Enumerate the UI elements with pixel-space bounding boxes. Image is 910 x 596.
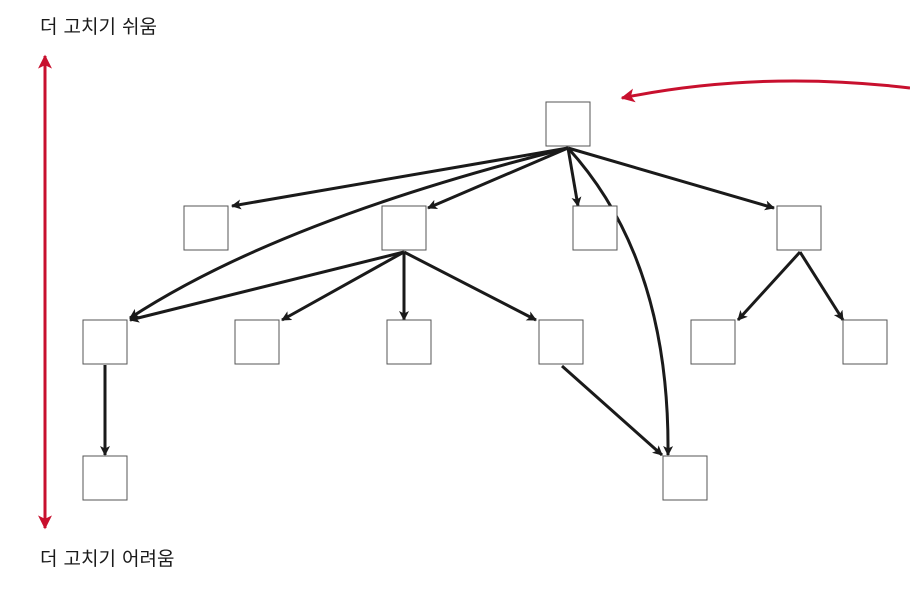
node-level2-j — [842, 319, 888, 365]
edge-root-l — [566, 146, 674, 456]
label-easier-to-fix: 더 고치기 쉬움 — [40, 16, 157, 38]
node-level2-e — [82, 319, 128, 365]
node-level1-b — [381, 205, 427, 251]
node-level1-d — [776, 205, 822, 251]
node-level2-g — [386, 319, 432, 365]
label-harder-to-fix: 더 고치기 어려움 — [40, 548, 175, 570]
node-level2-h — [538, 319, 584, 365]
edge-root-d — [567, 146, 775, 211]
node-level2-f — [234, 319, 280, 365]
incoming-change-arrow — [620, 79, 910, 103]
edge-root-b — [427, 146, 569, 210]
node-level3-l — [662, 455, 708, 501]
edge-d-j — [798, 251, 845, 321]
edge-h-l — [561, 364, 663, 457]
node-root — [545, 101, 591, 147]
edge-d-i — [736, 250, 802, 322]
edge-b-e — [129, 250, 405, 323]
edge-root-a — [231, 146, 569, 210]
edge-root-e — [129, 146, 569, 320]
node-level1-c — [572, 205, 618, 251]
node-level3-k — [82, 455, 128, 501]
edge-b-h — [403, 250, 537, 322]
edge-root-c — [566, 147, 582, 207]
node-level1-a — [183, 205, 229, 251]
node-level2-i — [690, 319, 736, 365]
edge-b-f — [281, 250, 405, 322]
